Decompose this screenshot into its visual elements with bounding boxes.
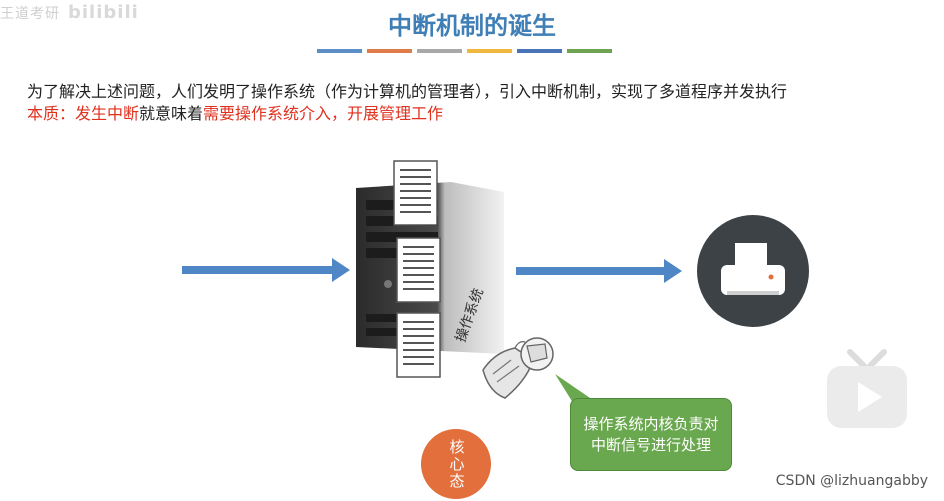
document-icon [396,237,441,303]
kernel-mode-label: 核心态 [447,438,466,490]
printer-badge [697,215,809,327]
os-person-icon [482,337,554,399]
essence-mid: 就意味着 [139,104,204,123]
essence-prefix: 本质：发生中断 [27,104,140,123]
printer-icon [721,243,785,295]
watermark-brand: bilibili [68,2,139,23]
kernel-callout: 操作系统内核负责对中断信号进行处理 [570,398,732,471]
essence-text: 本质：发生中断就意味着需要操作系统介入，开展管理工作 [27,100,443,124]
color-bar [317,49,362,53]
color-bar [567,49,612,53]
footer-credit: CSDN @lizhuangabby [775,473,928,489]
color-bar [417,49,462,53]
document-icon [393,160,438,226]
page-title: 中断机制的诞生 [388,12,556,40]
essence-suffix: 需要操作系统介入，开展管理工作 [203,104,444,123]
color-bar [367,49,412,53]
kernel-mode-badge: 核心态 [421,429,491,499]
intro-text: 为了解决上述问题，人们发明了操作系统（作为计算机的管理者），引入中断机制，实现了… [27,82,788,101]
input-arrow [182,258,350,282]
play-logo-icon [827,349,907,428]
output-arrow [516,259,682,283]
color-bar [517,49,562,53]
title-color-bars [317,49,612,53]
document-icon [396,312,441,378]
watermark-text: 王道考研 [0,6,60,22]
watermark: 王道考研 bilibili [0,2,139,23]
color-bar [467,49,512,53]
